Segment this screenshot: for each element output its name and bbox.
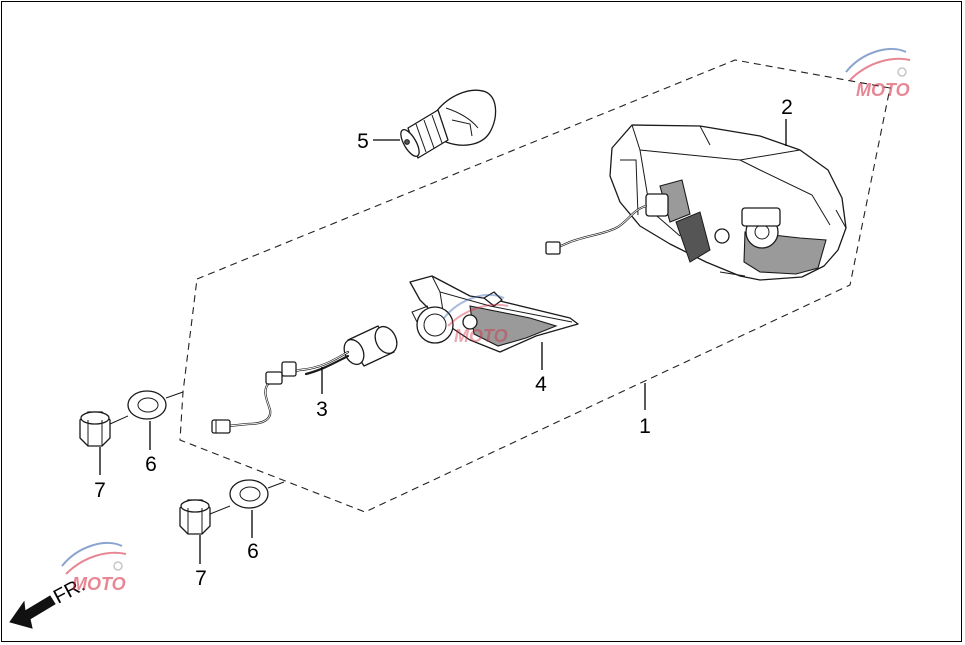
assembly-boundary-dashed	[179, 59, 891, 513]
socket-harness-part	[211, 325, 398, 434]
callout-6a: 6	[145, 453, 157, 476]
watermark-text-center: MOTO	[454, 326, 508, 346]
callout-5: 5	[357, 130, 369, 153]
watermark-logo-bottom-left: MOTO	[61, 541, 127, 594]
nut-upper	[79, 411, 111, 447]
mount-axis-lower	[209, 481, 285, 515]
callout-2: 2	[781, 96, 793, 119]
front-arrow-icon	[9, 595, 56, 629]
watermark-text-bottom: MOTO	[72, 574, 126, 594]
callout-7b: 7	[195, 567, 207, 590]
tail-lamp-housing	[545, 124, 847, 281]
bracket-part	[409, 275, 579, 353]
callout-6b: 6	[247, 540, 259, 563]
callout-1: 1	[639, 415, 651, 438]
callout-7a: 7	[94, 479, 106, 502]
watermark-logo-center: MOTO	[443, 293, 509, 346]
washer-lower	[229, 479, 269, 509]
callout-3: 3	[316, 398, 328, 421]
watermark-text-top: MOTO	[856, 80, 910, 100]
bulb-part	[400, 89, 497, 159]
callout-4: 4	[535, 373, 547, 396]
nut-lower	[179, 499, 211, 535]
watermark-logo-top-right: MOTO	[845, 47, 911, 100]
washer-upper	[127, 390, 167, 420]
mount-axis-upper	[109, 391, 184, 425]
